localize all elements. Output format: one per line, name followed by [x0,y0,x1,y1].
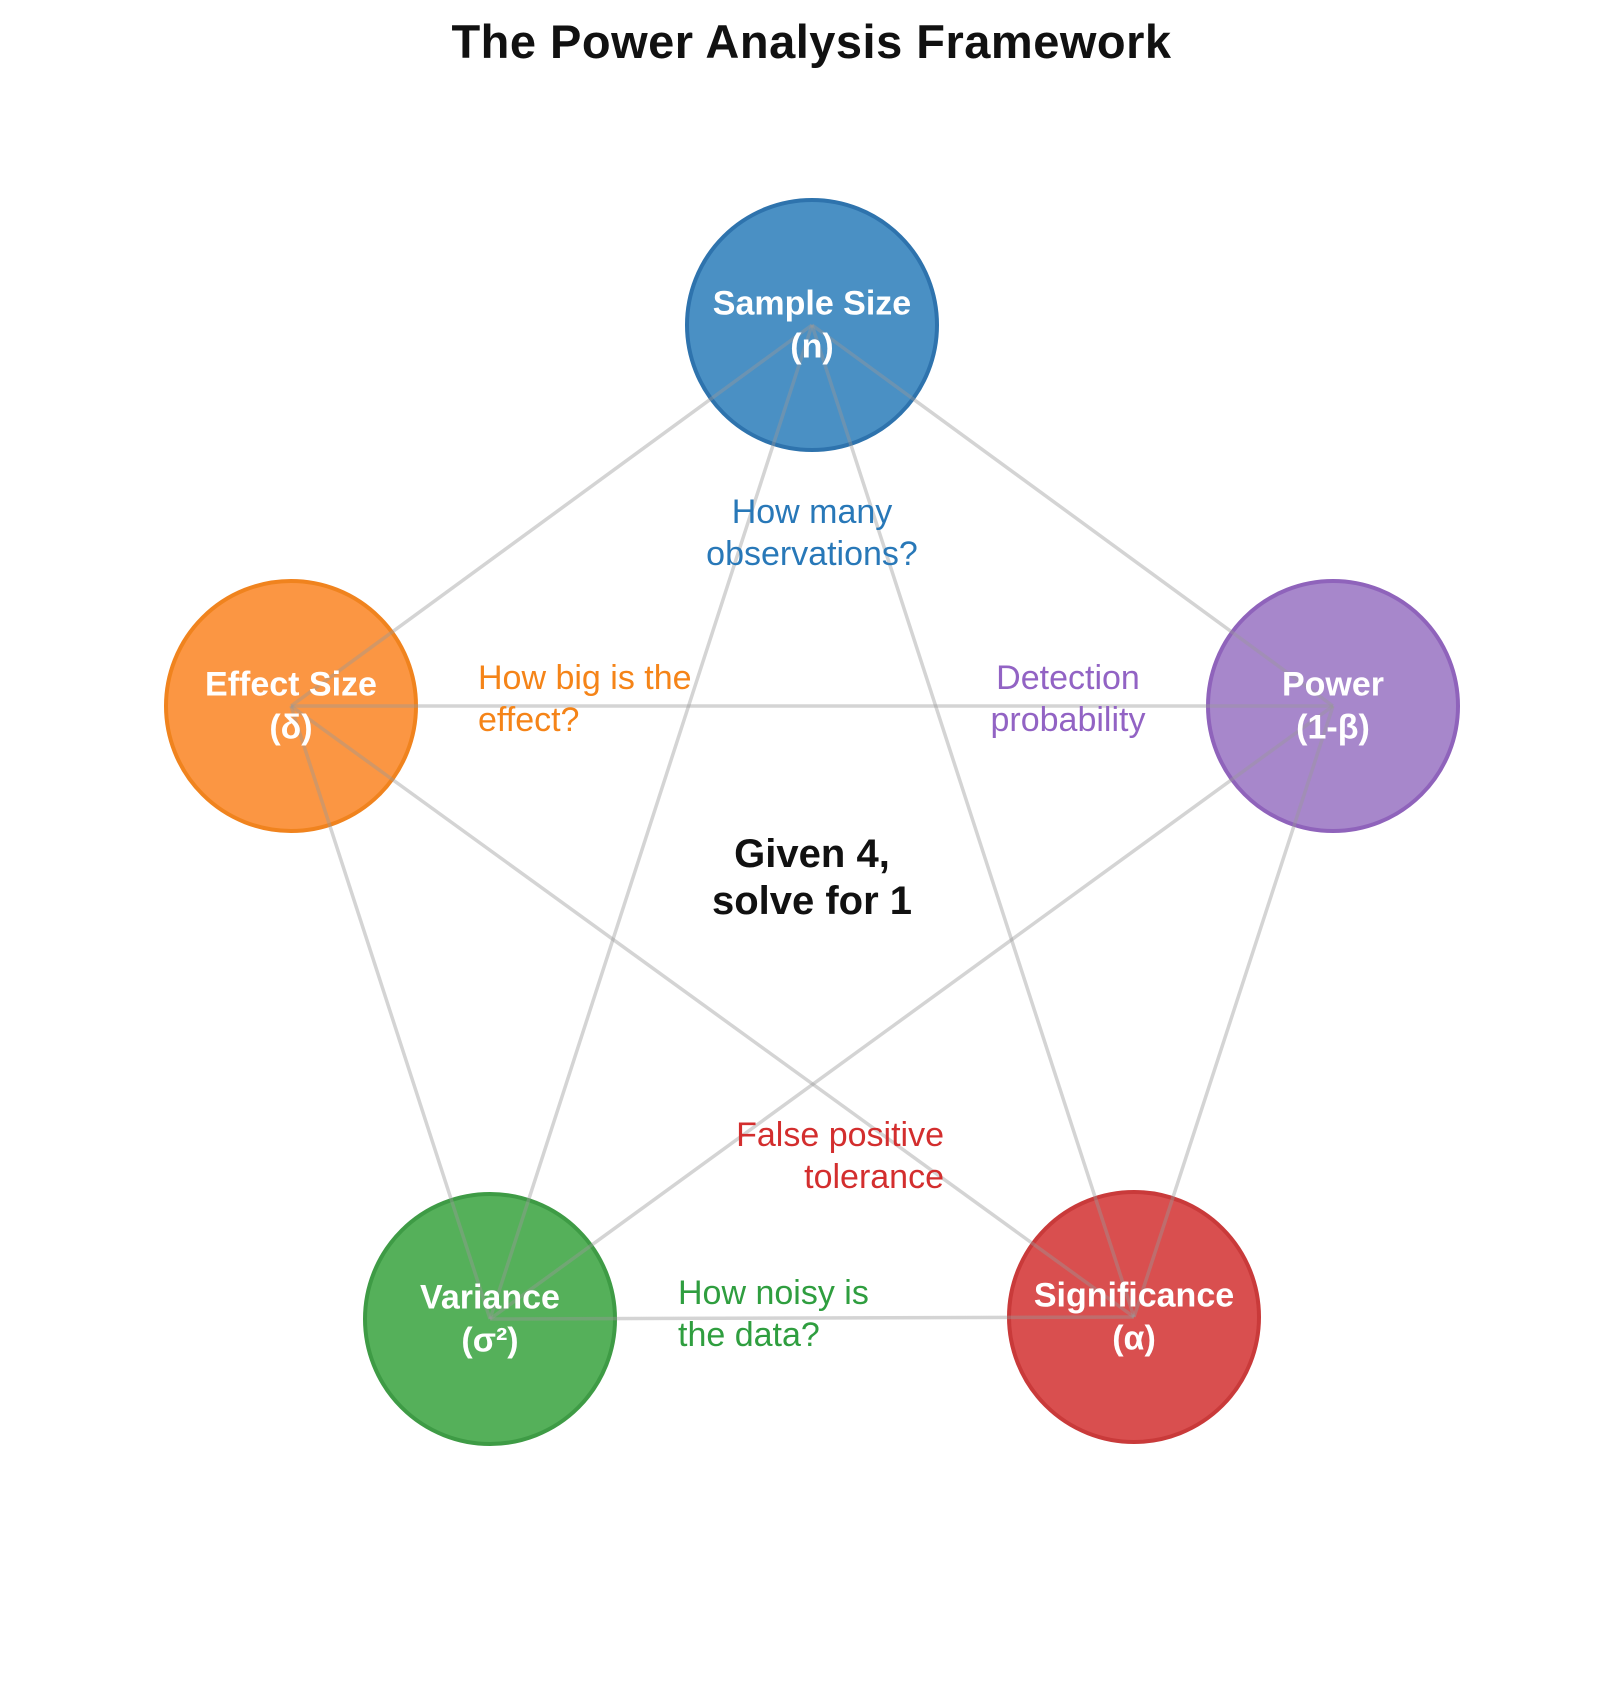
node-label-sample-size: Sample Size (n) [712,284,912,366]
annotation-sample-size: How many observations? [706,493,918,574]
annotation-effect-size: How big is the effect? [478,659,692,740]
diagram-title: The Power Analysis Framework [451,15,1172,68]
node-label-effect-size: Effect Size (δ) [205,665,377,747]
annotation-variance: How noisy is the data? [678,1274,869,1355]
node-label-significance: Significance (α) [1033,1276,1235,1358]
center-note: Given 4, solve for 1 [711,832,913,924]
node-label-power: Power (1-β) [1281,665,1385,747]
node-effect-size [164,579,418,833]
annotation-power: Detection probability [990,659,1146,740]
node-variance [363,1192,617,1446]
annotation-significance: False positive tolerance [736,1116,944,1197]
node-label-variance: Variance (σ²) [420,1278,560,1360]
node-sample-size [685,198,939,452]
node-power [1206,579,1460,833]
node-significance [1007,1190,1261,1444]
